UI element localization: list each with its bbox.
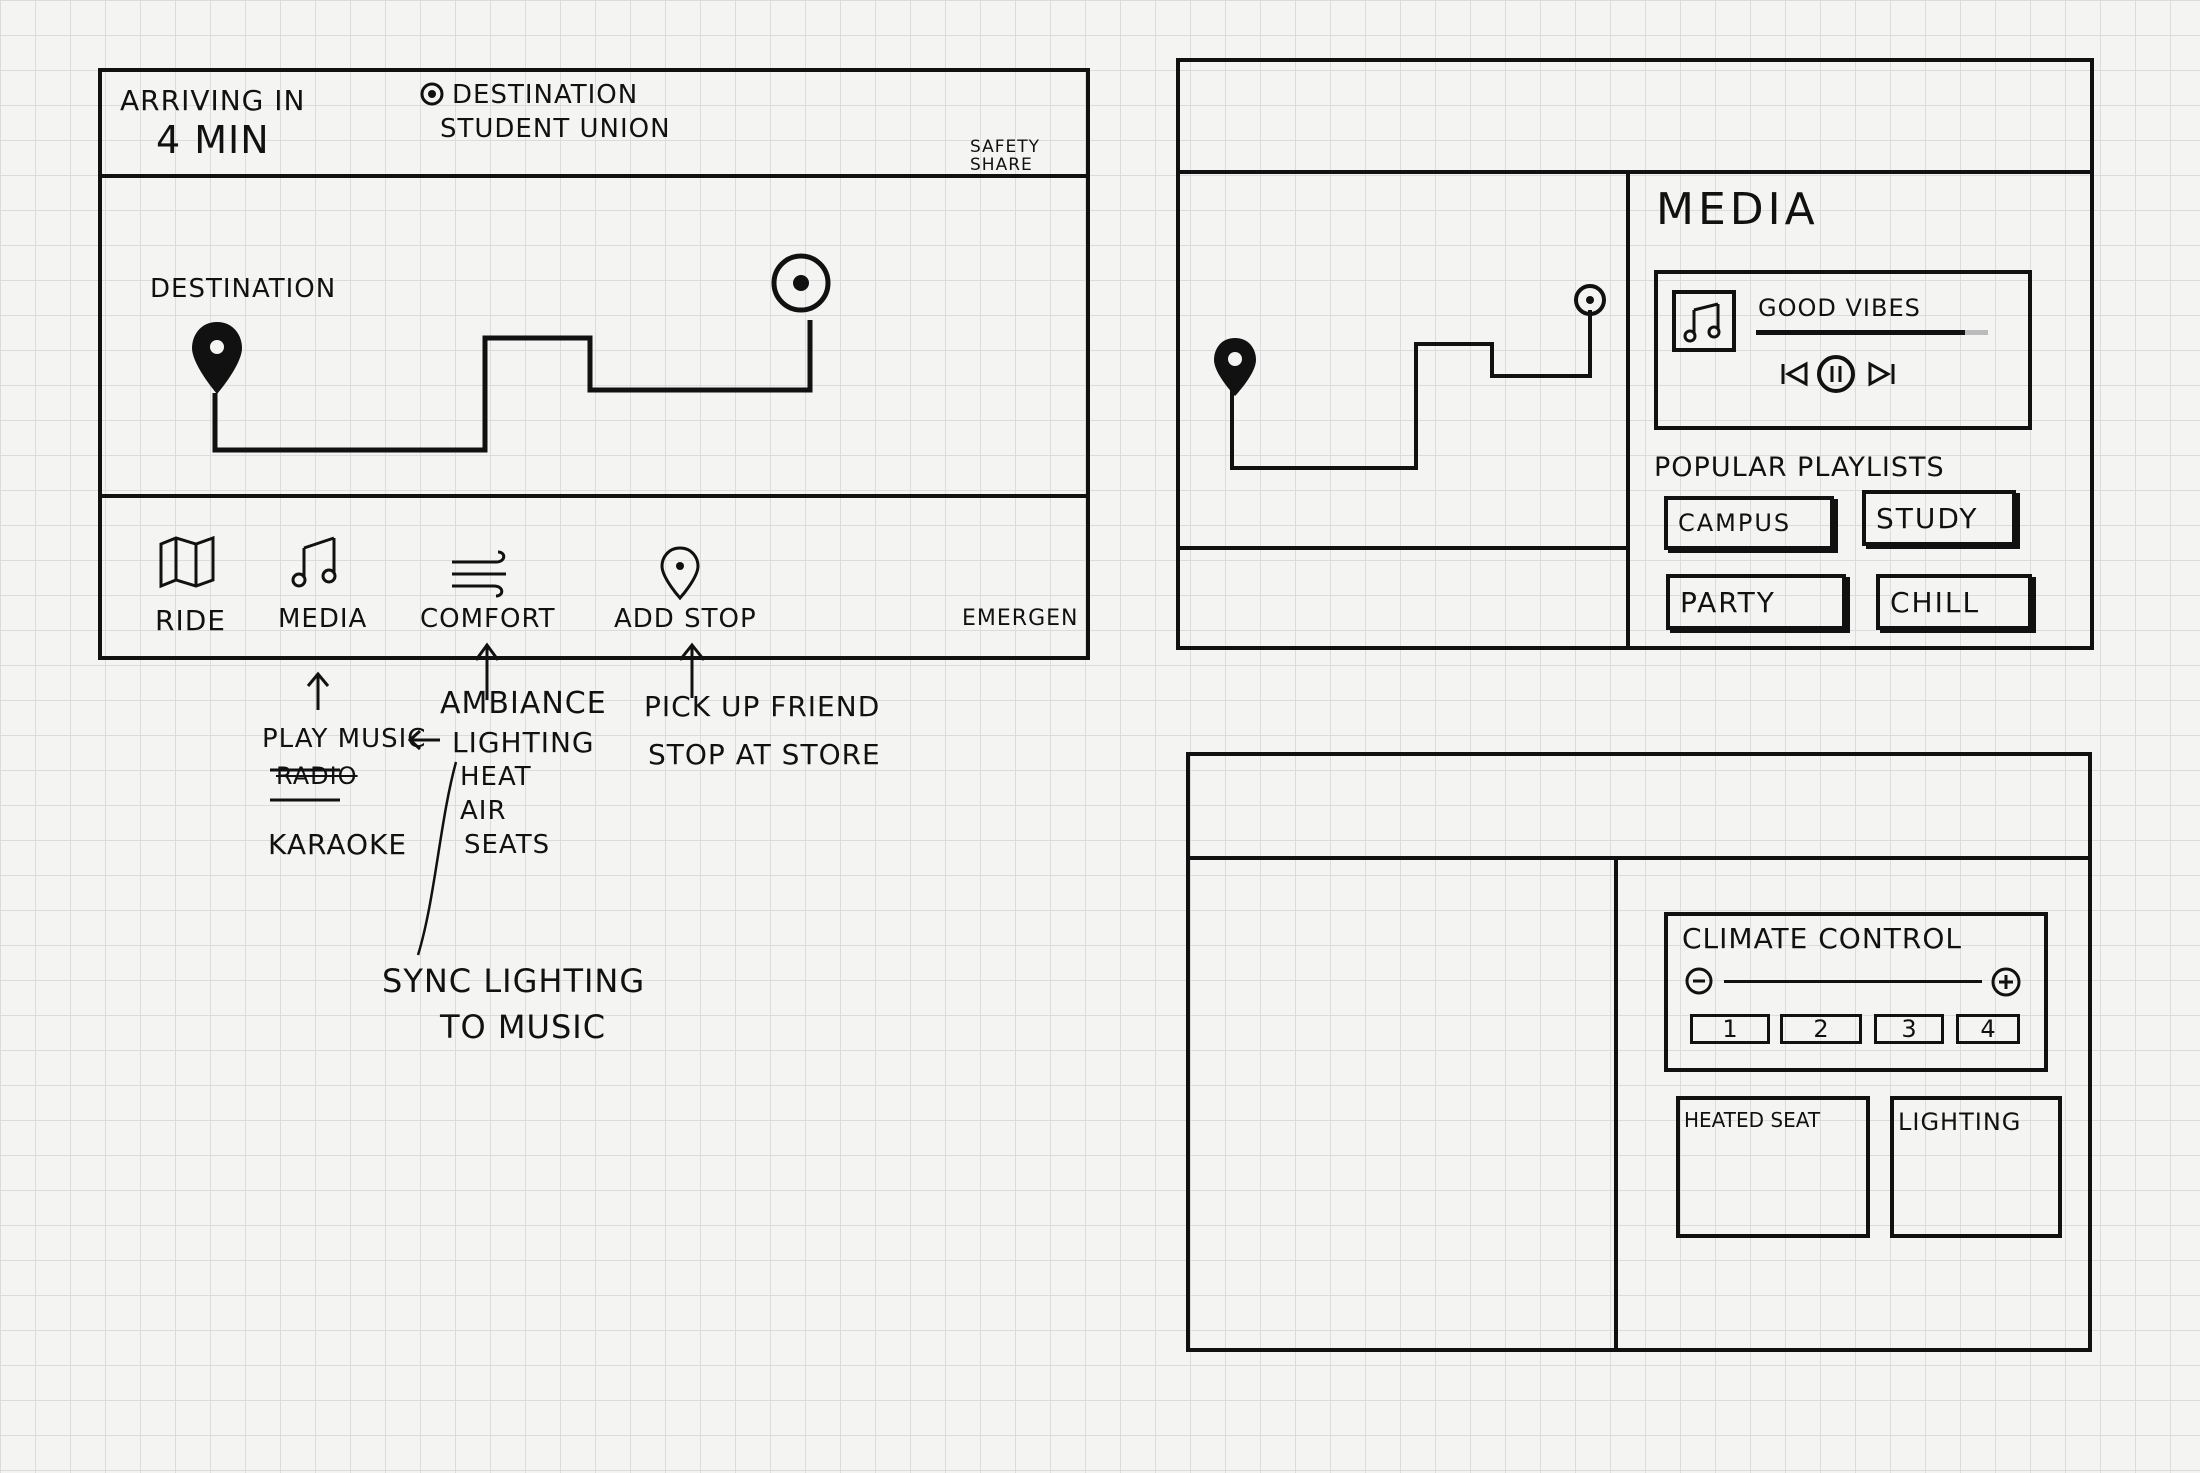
playlist-party-button[interactable]: PARTY <box>1666 574 1846 630</box>
mini-destination-pin-icon <box>1214 338 1256 396</box>
map-icon[interactable] <box>158 535 216 589</box>
track-progress-bar[interactable] <box>1756 330 1988 335</box>
nav-comfort-label[interactable]: COMFORT <box>420 604 556 634</box>
ride-screen <box>98 68 1090 660</box>
track-progress-fill <box>1756 330 1965 335</box>
note-seats: SEATS <box>464 830 551 860</box>
ride-nav-divider <box>98 494 1090 498</box>
current-location-icon <box>771 253 831 313</box>
media-panel-divider <box>1626 170 1630 650</box>
next-icon[interactable] <box>1866 361 1896 387</box>
mini-route-map <box>1230 310 1592 470</box>
note-sync-lighting: SYNC LIGHTING <box>382 962 646 1000</box>
destination-header-name: STUDENT UNION <box>440 114 671 144</box>
wind-icon[interactable] <box>450 550 514 598</box>
popular-playlists-title: POPULAR PLAYLISTS <box>1654 452 1945 483</box>
minus-icon[interactable] <box>1684 966 1714 996</box>
note-pick-up-friend: PICK UP FRIEND <box>644 690 881 723</box>
location-pin-icon[interactable] <box>660 546 700 602</box>
route-map <box>212 320 813 453</box>
media-header-divider <box>1176 170 2094 174</box>
climate-level-2[interactable]: 2 <box>1780 1014 1862 1044</box>
note-heat: HEAT <box>460 762 532 792</box>
playlist-campus-button[interactable]: CAMPUS <box>1664 496 1834 550</box>
comfort-panel-divider <box>1614 856 1618 1352</box>
media-map-bottom <box>1176 546 1626 550</box>
climate-level-4[interactable]: 4 <box>1956 1014 2020 1044</box>
plus-icon[interactable] <box>1990 966 2022 998</box>
mini-location-circle-icon <box>1574 284 1606 316</box>
climate-slider-track[interactable] <box>1724 980 1982 983</box>
lighting-tile[interactable] <box>1890 1096 2062 1238</box>
track-title: GOOD VIBES <box>1758 294 1921 322</box>
climate-level-3[interactable]: 3 <box>1874 1014 1944 1044</box>
note-stop-at-store: STOP AT STORE <box>648 738 881 771</box>
media-title: MEDIA <box>1656 184 1819 235</box>
note-radio: RADIO <box>276 762 358 790</box>
note-lighting: LIGHTING <box>452 726 595 759</box>
nav-ride-label[interactable]: RIDE <box>155 604 226 637</box>
note-to-music: TO MUSIC <box>440 1008 607 1046</box>
safety-share-button[interactable]: SAFETY SHARE <box>970 137 1041 175</box>
prev-icon[interactable] <box>1780 361 1810 387</box>
note-ambiance: AMBIANCE <box>440 686 607 721</box>
destination-target-icon <box>420 82 444 106</box>
note-play-music: PLAY MUSIC <box>262 724 427 754</box>
lighting-label: LIGHTING <box>1898 1108 2022 1136</box>
album-music-note-icon <box>1683 302 1721 343</box>
climate-level-1[interactable]: 1 <box>1690 1014 1770 1044</box>
comfort-header-divider <box>1186 856 2092 860</box>
music-note-icon[interactable] <box>290 534 346 590</box>
climate-control-title: CLIMATE CONTROL <box>1682 922 1962 955</box>
note-air: AIR <box>460 796 507 826</box>
note-karaoke: KARAOKE <box>268 828 408 861</box>
arrival-label: ARRIVING IN <box>120 84 306 117</box>
now-playing-card <box>1654 270 2032 430</box>
ride-header-divider <box>98 174 1090 178</box>
comfort-screen <box>1186 752 2092 1352</box>
arrival-time: 4 MIN <box>156 118 270 162</box>
heated-seat-tile[interactable] <box>1676 1096 1870 1238</box>
album-art-icon <box>1672 290 1736 352</box>
emergency-button[interactable]: EMERGEN <box>962 606 1079 631</box>
pause-icon[interactable] <box>1816 354 1856 394</box>
heated-seat-label: HEATED SEAT <box>1684 1108 1821 1132</box>
media-screen <box>1176 58 2094 650</box>
nav-add-stop-label[interactable]: ADD STOP <box>614 604 757 634</box>
nav-media-label[interactable]: MEDIA <box>278 604 368 634</box>
destination-header-label: DESTINATION <box>452 80 639 110</box>
map-destination-label: DESTINATION <box>150 274 337 304</box>
playlist-study-button[interactable]: STUDY <box>1862 490 2016 546</box>
climate-control-card <box>1664 912 2048 1072</box>
destination-pin-icon <box>192 322 242 394</box>
playlist-chill-button[interactable]: CHILL <box>1876 574 2032 630</box>
